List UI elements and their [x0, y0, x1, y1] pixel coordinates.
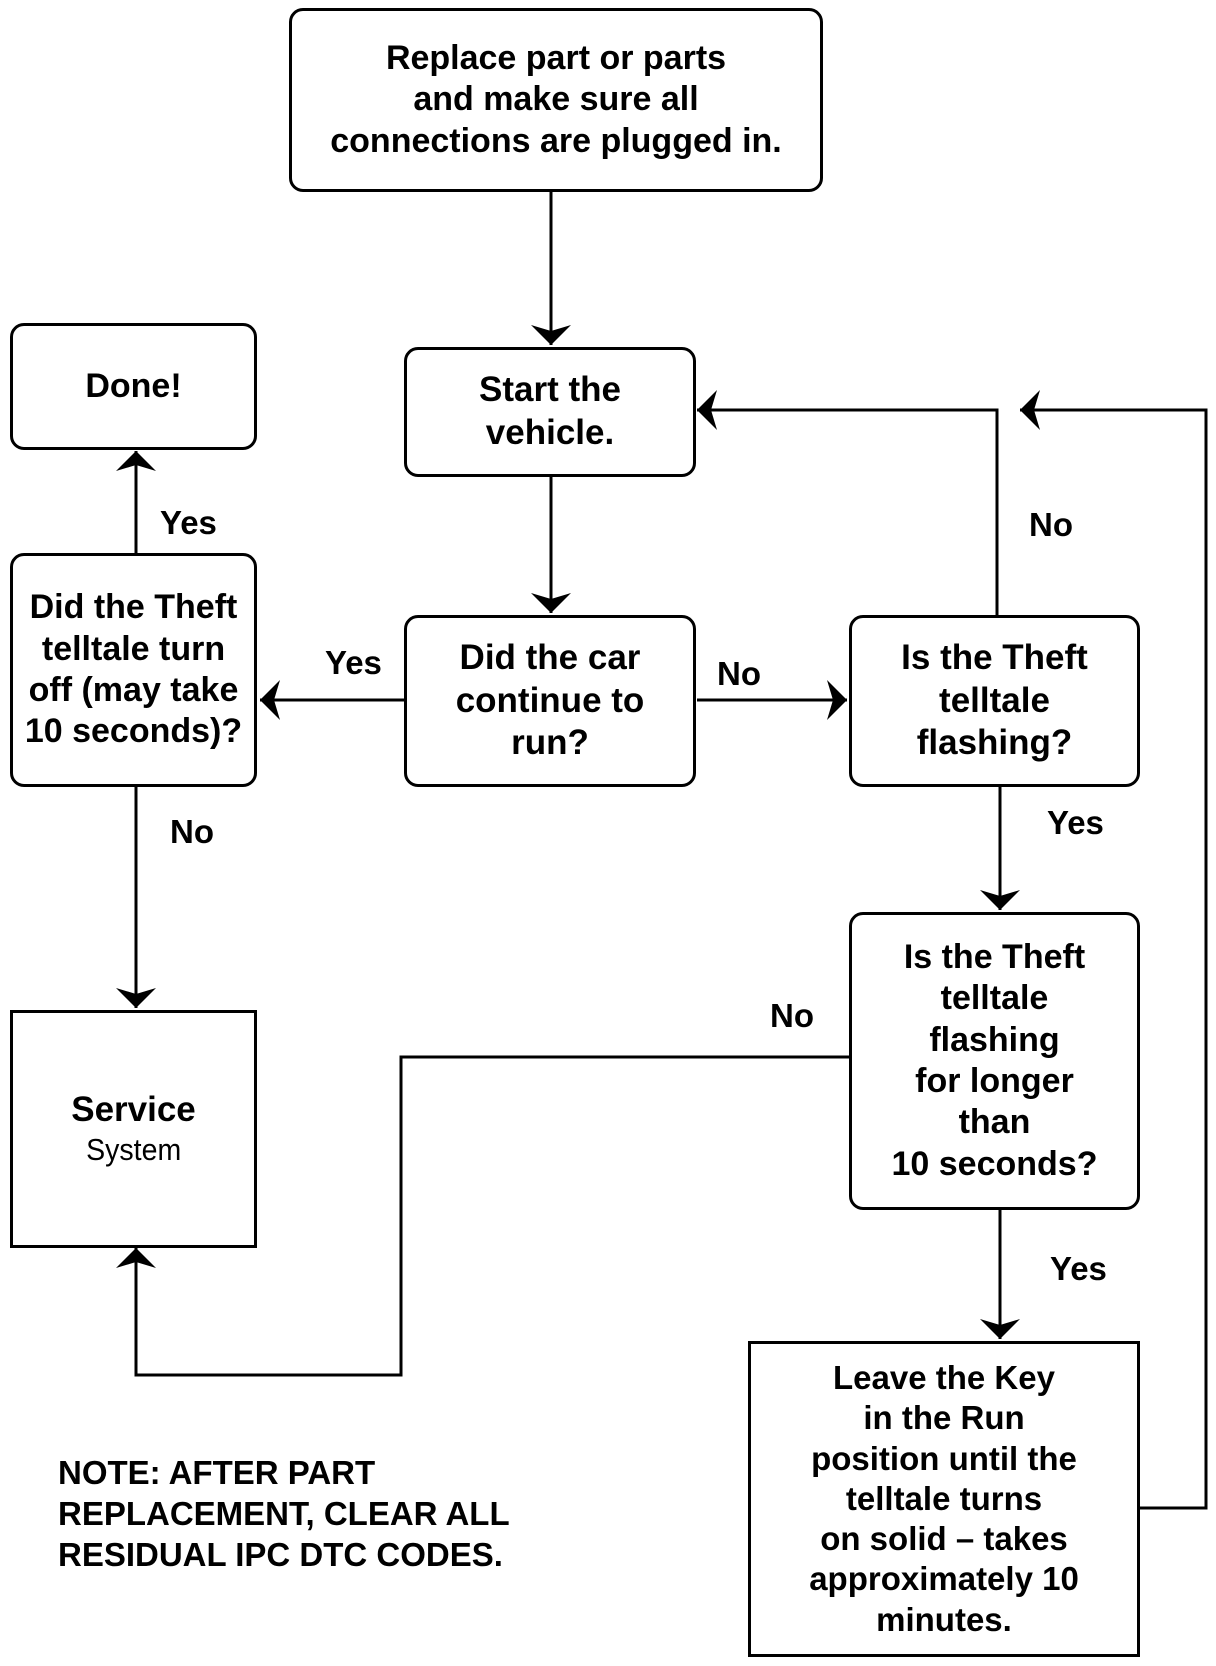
service-subtitle: System: [85, 1132, 182, 1168]
done-box: Done!: [10, 323, 257, 450]
label-no-long-to-service: No: [770, 997, 814, 1034]
flashing-box: Is the Theft telltale flashing?: [849, 615, 1140, 787]
start-vehicle-box: Start the vehicle.: [404, 347, 696, 477]
arrow-leave-key-loop-back: [1030, 408, 1208, 1510]
car-continue-box: Did the car continue to run?: [404, 615, 696, 787]
flashing-long-box: Is the Theft telltale flashing for longe…: [849, 912, 1140, 1210]
arrow-flashing-no-loop: [697, 390, 999, 616]
arrow-long-no-to-service: [116, 1055, 850, 1377]
label-yes-to-theft-off: Yes: [325, 644, 382, 681]
label-yes-to-flashing-long: Yes: [1047, 804, 1104, 841]
replacement-note: NOTE: AFTER PART REPLACEMENT, CLEAR ALL …: [58, 1454, 510, 1573]
label-no-loop-start: No: [1029, 506, 1073, 543]
service-title: Service: [71, 1089, 196, 1129]
label-yes-to-done: Yes: [160, 504, 217, 541]
leave-key-box: Leave the Key in the Run position until …: [748, 1341, 1140, 1657]
theft-off-box: Did the Theft telltale turn off (may tak…: [10, 553, 257, 787]
label-no-to-flashing: No: [717, 655, 761, 692]
label-no-to-service: No: [170, 813, 214, 850]
service-system-box: Service System: [10, 1010, 257, 1248]
replace-parts-box: Replace part or parts and make sure all …: [289, 8, 823, 192]
label-yes-to-leave-key: Yes: [1050, 1250, 1107, 1287]
